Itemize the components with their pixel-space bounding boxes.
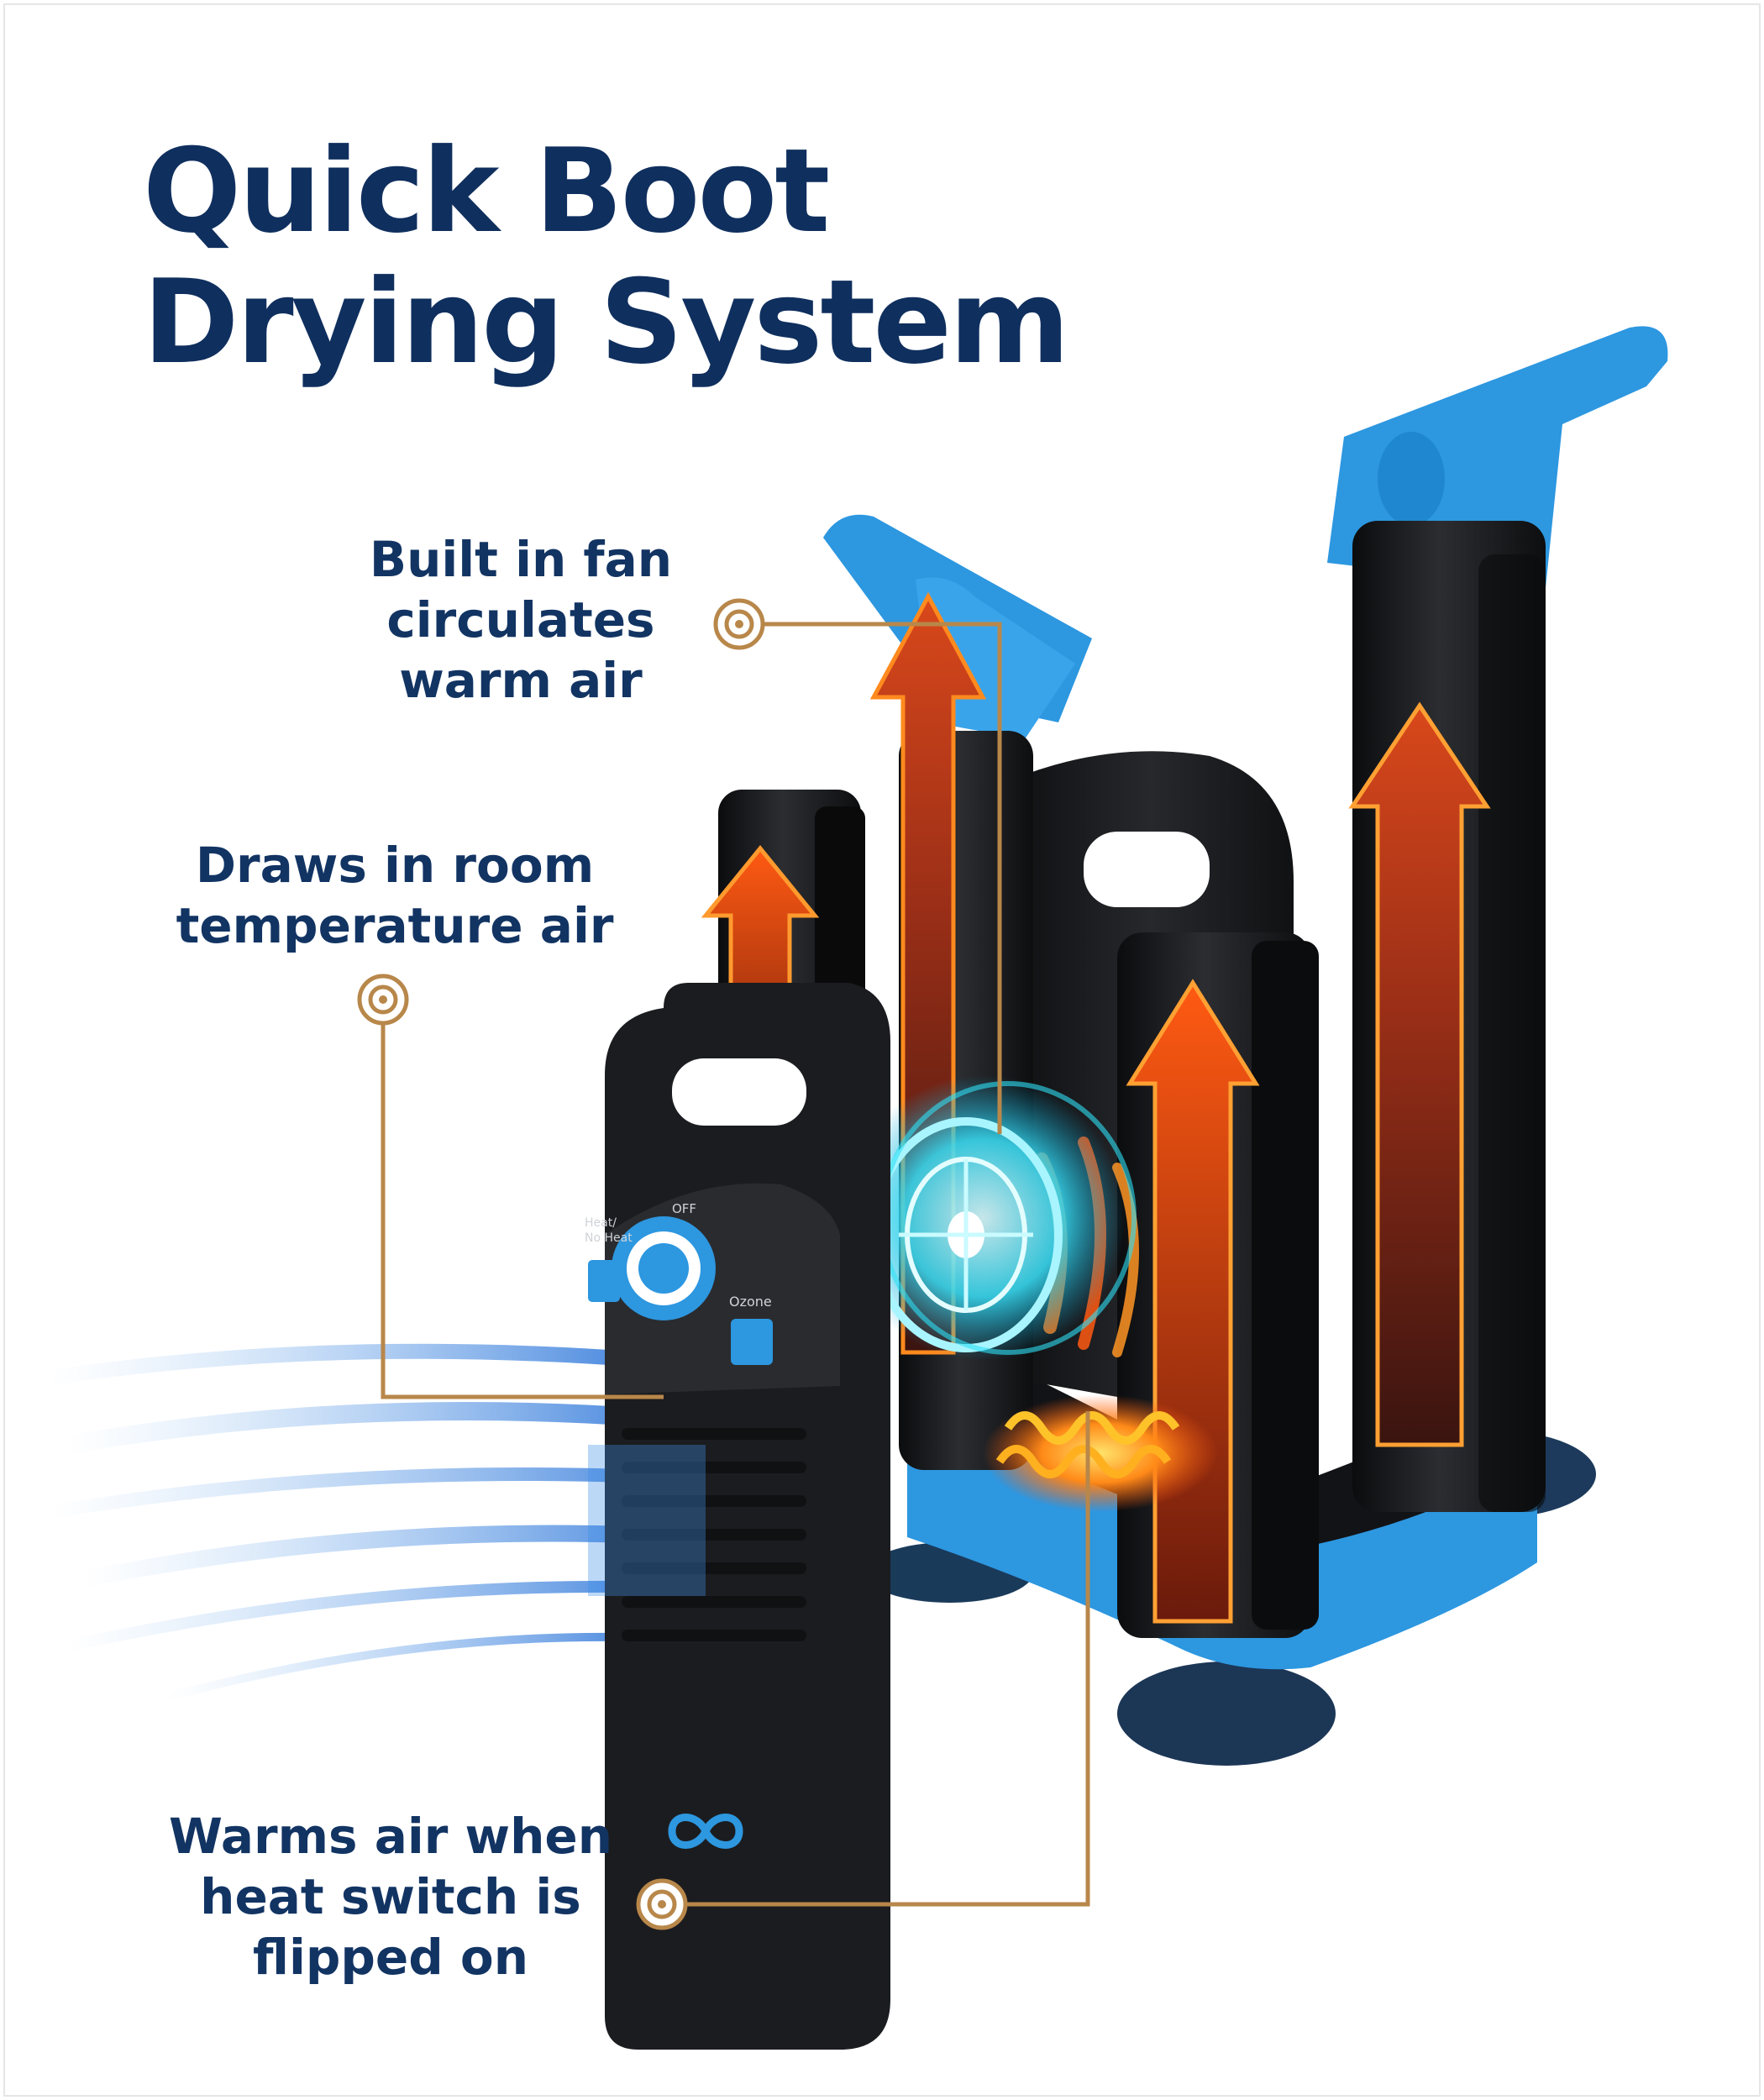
callout-fan-line-1: Built in fan: [369, 531, 673, 588]
title-line-2: Drying System: [143, 255, 1070, 390]
infinity-logo-icon: [668, 1814, 743, 1849]
callout-air: Draws in room temperature air: [126, 835, 664, 956]
callout-heat: Warms air when heat switch is flipped on: [118, 1806, 664, 1987]
callout-target-icon: [636, 1878, 688, 1930]
callout-air-line-1: Draws in room: [195, 837, 595, 894]
incoming-air-streaks: [43, 1343, 697, 1701]
fan-leader-line: [764, 622, 1002, 1134]
callout-heat-line-2: heat switch is: [200, 1868, 581, 1925]
callout-fan: Built in fan circulates warm air: [336, 529, 706, 711]
no-heat-label: No Heat: [585, 1231, 633, 1245]
page-title: Quick Boot Drying System: [143, 123, 1070, 390]
fan-wheel-icon: [840, 1075, 1137, 1361]
air-leader-line: [381, 1003, 664, 1399]
front-handle-hole: [672, 1058, 806, 1126]
ozone-label: Ozone: [729, 1294, 772, 1310]
callout-air-line-2: temperature air: [176, 897, 614, 954]
dial-off-label: OFF: [672, 1201, 696, 1216]
heater-element: [983, 1394, 1218, 1512]
callout-heat-line-1: Warms air when: [168, 1808, 613, 1865]
callout-fan-line-2: circulates: [386, 591, 655, 648]
heat-label: Heat/: [585, 1216, 617, 1230]
tall-right-tube: [1327, 326, 1668, 1512]
leader-lines: [381, 622, 1090, 1907]
middle-upright: [1117, 932, 1319, 1638]
back-handle-hole: [1084, 832, 1210, 907]
callout-target-icon: [713, 598, 765, 650]
callout-heat-line-3: flipped on: [252, 1929, 529, 1986]
timer-dial-icon: [612, 1216, 716, 1320]
heat-leader-line: [664, 1411, 1090, 1907]
front-control-unit: [588, 983, 890, 2050]
callout-target-icon: [357, 974, 409, 1026]
intake-vents: [622, 1428, 806, 1641]
callout-fan-line-3: warm air: [399, 652, 643, 709]
title-line-1: Quick Boot: [143, 123, 830, 259]
ozone-switch: [731, 1319, 773, 1365]
